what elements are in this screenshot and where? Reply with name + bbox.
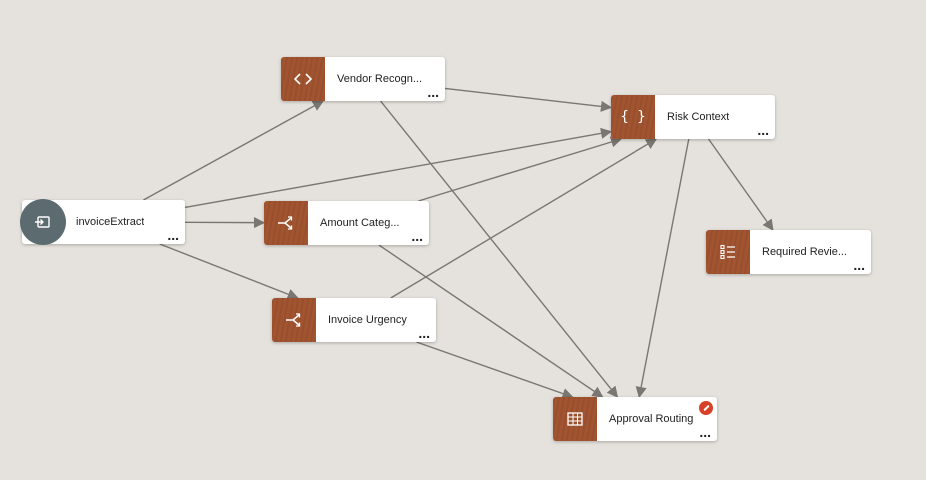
edge-urgency-to-risk[interactable] [390,138,658,299]
node-label: Amount Categ... [320,217,400,229]
node-label: invoiceExtract [76,216,145,228]
input-icon [20,199,66,245]
edge-risk-to-approval[interactable] [635,138,690,399]
edge-invoiceExtract-to-risk[interactable] [184,127,613,209]
node-label: Approval Routing [609,413,694,425]
node-risk-context[interactable]: { } Risk Context ... [611,95,775,139]
node-menu-button[interactable]: ... [167,227,179,243]
node-invoice-urgency[interactable]: Invoice Urgency ... [272,298,436,342]
node-vendor-recognition[interactable]: Vendor Recogn... ... [281,57,445,101]
edge-urgency-to-approval[interactable] [416,341,574,399]
list-icon [706,230,750,274]
node-menu-button[interactable]: ... [853,257,865,273]
edge-risk-to-required[interactable] [707,138,774,231]
table-icon [553,397,597,441]
node-menu-button[interactable]: ... [427,84,439,100]
node-menu-button[interactable]: ... [418,325,430,341]
edge-invoiceExtract-to-vendor[interactable] [143,100,325,201]
branch-icon [272,298,316,342]
node-approval-routing[interactable]: Approval Routing ... [553,397,717,441]
node-label: Vendor Recogn... [337,73,423,85]
node-menu-button[interactable]: ... [699,424,711,440]
edge-vendor-to-approval[interactable] [380,100,619,398]
node-required-review[interactable]: Required Revie... ... [706,230,871,274]
node-menu-button[interactable]: ... [757,122,769,138]
node-invoice-extract[interactable]: invoiceExtract ... [20,199,185,245]
edge-vendor-to-risk[interactable] [444,87,613,112]
node-menu-button[interactable]: ... [411,228,423,244]
branch-icon [264,201,308,245]
code-icon [281,57,325,101]
edge-invoiceExtract-to-urgency[interactable] [159,243,299,300]
node-label: Invoice Urgency [328,314,407,326]
braces-icon: { } [611,95,655,139]
node-label: Required Revie... [762,246,847,258]
node-label: Risk Context [667,111,730,123]
error-status-icon[interactable] [699,401,713,415]
edge-amount-to-risk[interactable] [418,136,623,202]
node-amount-category[interactable]: Amount Categ... ... [264,201,429,245]
